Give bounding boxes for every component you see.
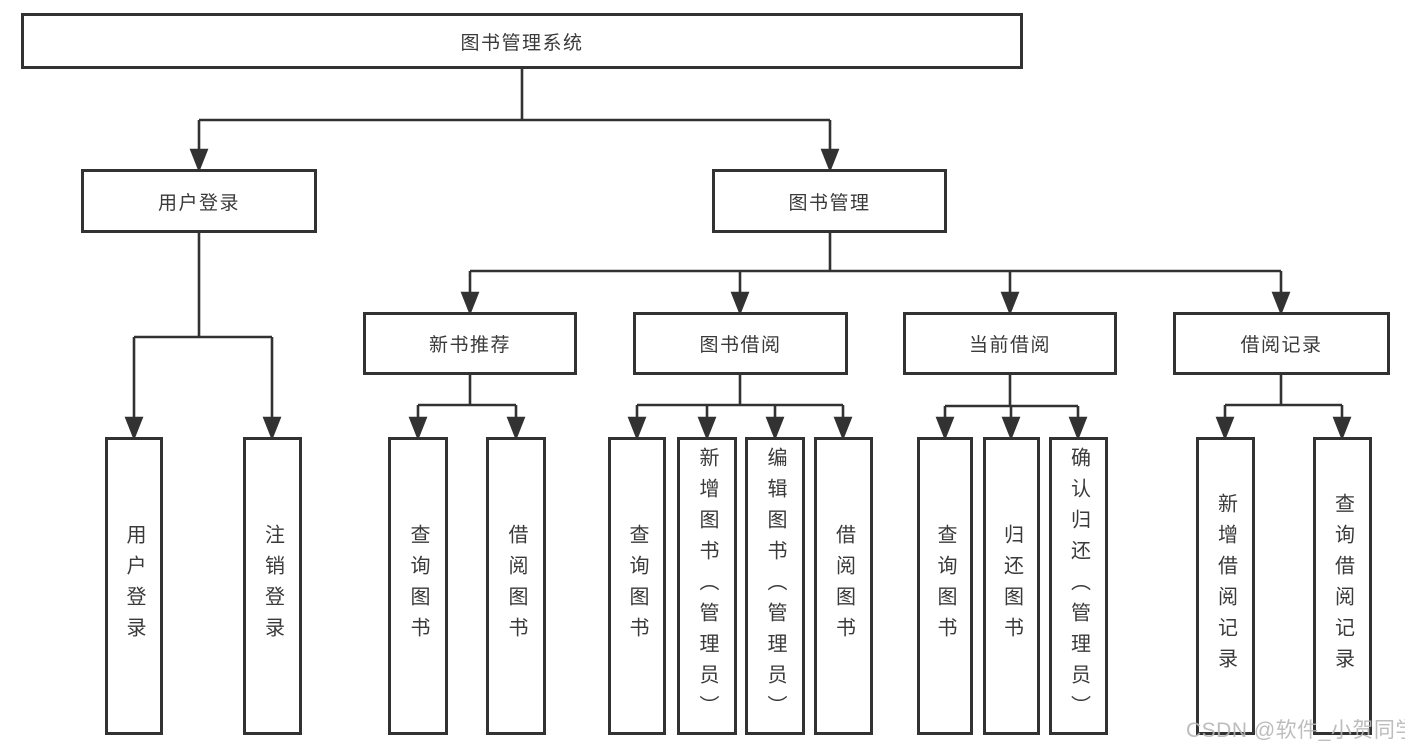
node-user-login: 用户登录: [81, 169, 317, 233]
node-system-root: 图书管理系统: [21, 13, 1023, 69]
leaf-query-borrow-record: 查询借阅记录: [1313, 437, 1372, 735]
node-borrow-record: 借阅记录: [1173, 312, 1390, 375]
root-connector: [189, 67, 840, 173]
leaf-user-login: 用户登录: [105, 437, 163, 735]
leaf-add-book-admin: 新增图书（管理员）: [677, 437, 737, 735]
user-login-connector: [124, 231, 282, 441]
csdn-watermark: CSDN @软件_小贺同学: [1186, 719, 1405, 742]
new-book-connector: [408, 373, 526, 441]
leaf-edit-book-admin: 编辑图书（管理员）: [745, 437, 805, 735]
leaf-logout: 注销登录: [243, 437, 302, 735]
leaf-borrow-book: 借阅图书: [814, 437, 873, 735]
node-book-management: 图书管理: [712, 169, 947, 233]
leaf-query-book-current: 查询图书: [917, 437, 973, 735]
node-current-borrow: 当前借阅: [903, 312, 1117, 375]
leaf-query-book-borrow: 查询图书: [608, 437, 666, 735]
node-book-borrow: 图书借阅: [633, 312, 848, 375]
book-borrow-connector: [627, 373, 853, 441]
node-new-book-recommend: 新书推荐: [363, 312, 577, 375]
current-borrow-connector: [935, 373, 1088, 441]
leaf-query-book-recommend: 查询图书: [388, 437, 448, 735]
leaf-borrow-book-recommend: 借阅图书: [486, 437, 546, 735]
book-management-connector: [460, 231, 1291, 316]
borrow-record-connector: [1215, 373, 1352, 441]
leaf-add-borrow-record: 新增借阅记录: [1196, 437, 1255, 735]
leaf-confirm-return-admin: 确认归还（管理员）: [1049, 437, 1108, 735]
leaf-return-book: 归还图书: [983, 437, 1040, 735]
